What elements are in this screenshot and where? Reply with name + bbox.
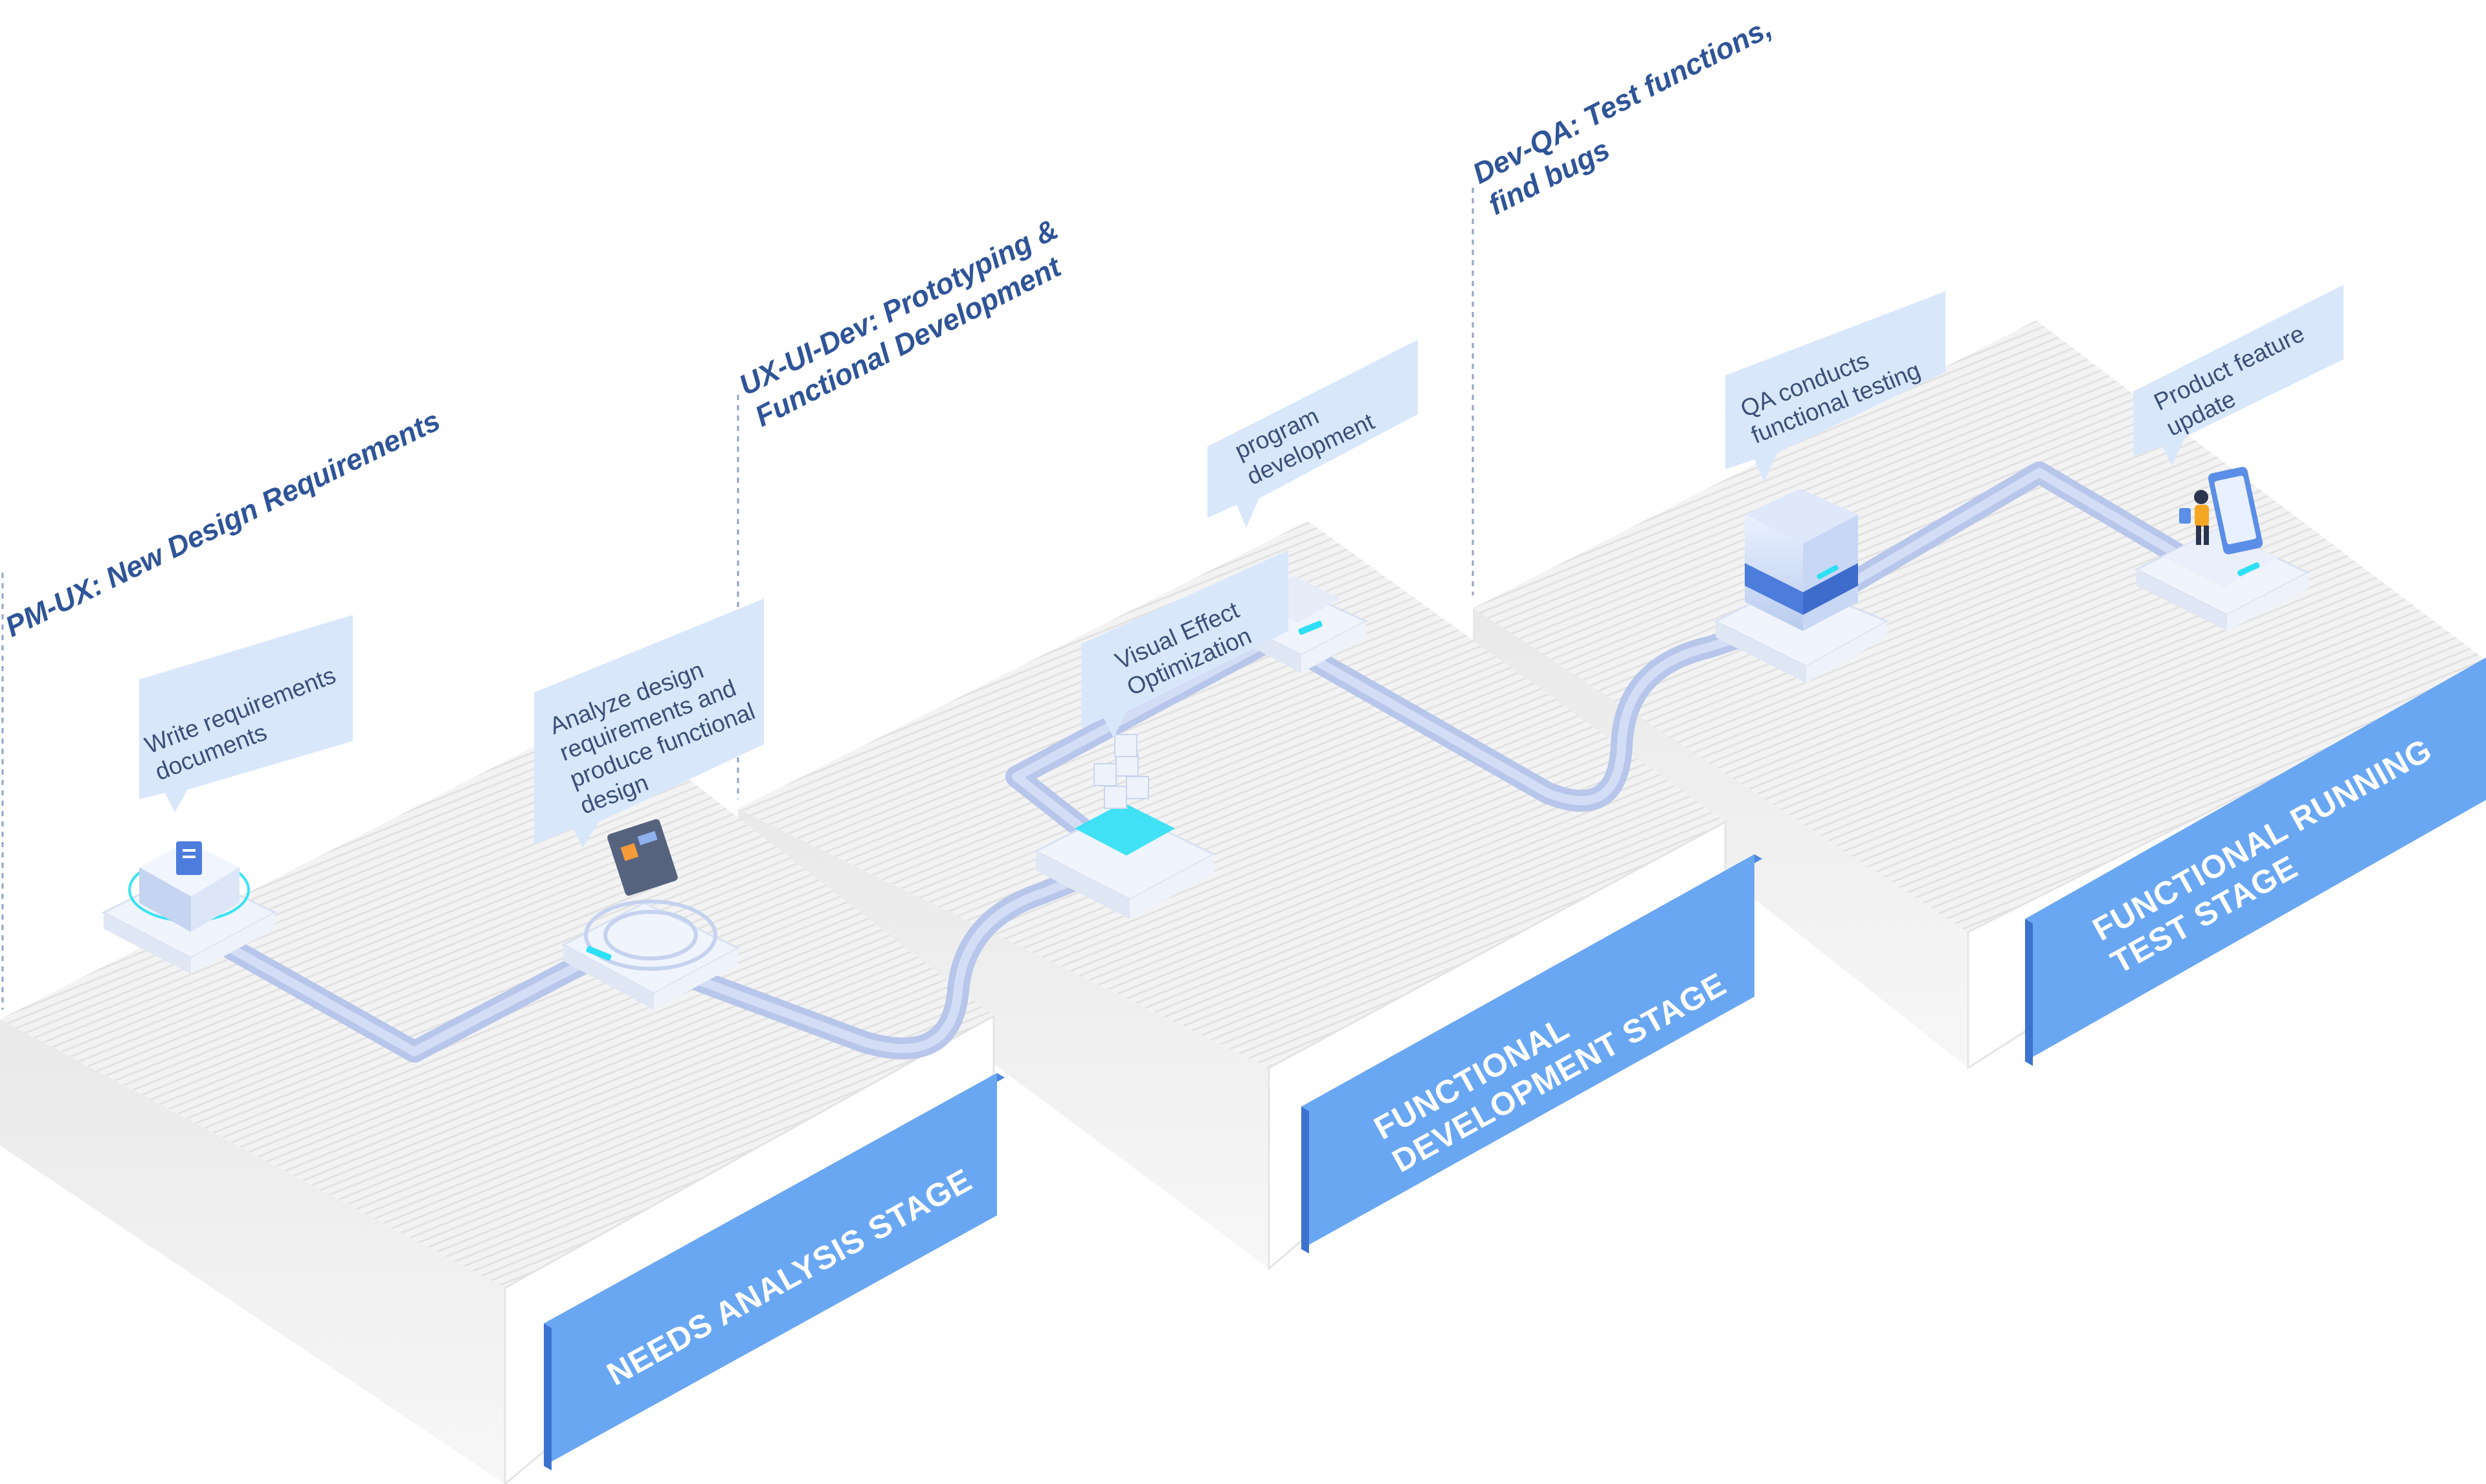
bubble-visual-effect xyxy=(1081,550,1288,738)
node-analyze-design xyxy=(561,819,741,1010)
bubble-product-update xyxy=(2133,285,2344,466)
heading-ux-ui-dev: UX-UI-Dev: Prototyping & Functional Deve… xyxy=(733,208,1086,433)
cube-cluster-icon xyxy=(1093,734,1149,809)
node-write-requirements xyxy=(101,841,278,974)
flow-path-highlight xyxy=(180,468,2186,1056)
heading-dev-qa: Dev-QA: Test functions, find bugs xyxy=(1467,7,1800,221)
bubble-write-requirements xyxy=(139,615,353,812)
stage-panel-needs-analysis xyxy=(544,1073,1005,1470)
person-icon xyxy=(2179,490,2209,545)
bubble-qa-testing xyxy=(1725,291,1945,482)
stage-panel-functional-running xyxy=(2025,658,2486,1066)
node-visual-effect xyxy=(1033,734,1216,919)
bubble-analyze-design xyxy=(534,599,764,848)
heading-pm-ux: PM-UX: New Design Requirements xyxy=(0,404,445,643)
node-product-update xyxy=(2134,467,2311,631)
stage-panel-functional-dev xyxy=(1301,854,1762,1254)
server-icon xyxy=(1745,489,1858,631)
bubble-program-development xyxy=(1207,340,1418,527)
node-qa-testing xyxy=(1713,489,1890,683)
screen-icon xyxy=(607,819,678,896)
